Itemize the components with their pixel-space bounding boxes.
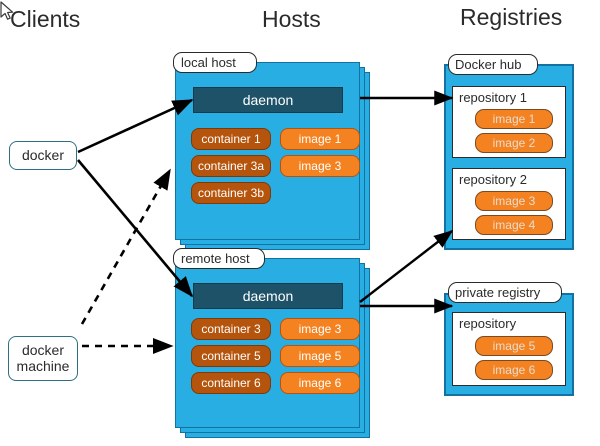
- repository-box[interactable]: repository 1 image 1 image 2: [452, 86, 566, 158]
- repository-label: repository: [459, 316, 517, 331]
- repository-image-pill: image 3: [475, 191, 553, 211]
- host-remote-host[interactable]: remote host daemon container 3 container…: [173, 248, 370, 438]
- column-title-clients: Clients: [10, 6, 81, 32]
- registry-private-registry[interactable]: private registry repository image 5 imag…: [444, 282, 574, 396]
- repository-box[interactable]: repository 2 image 3 image 4: [452, 168, 566, 240]
- host-label-remote-host: remote host: [173, 248, 265, 269]
- registry-label-private-registry: private registry: [448, 282, 562, 303]
- repository-image-pill: image 6: [475, 360, 553, 380]
- container-pill: container 6: [191, 372, 271, 394]
- registry-label-docker-hub: Docker hub: [448, 54, 538, 75]
- image-pill: image 6: [280, 372, 360, 394]
- container-pill: container 1: [191, 128, 271, 150]
- daemon-remote-host: daemon: [193, 283, 343, 309]
- repository-box[interactable]: repository image 5 image 6: [452, 312, 566, 386]
- arrow-docker-machine-to-local-host: [80, 168, 172, 325]
- repository-label: repository 1: [459, 90, 527, 105]
- client-docker-machine-box[interactable]: docker machine: [8, 336, 78, 381]
- image-pill: image 1: [280, 128, 360, 150]
- daemon-local-host: daemon: [193, 87, 343, 113]
- repository-image-pill: image 5: [475, 336, 553, 356]
- host-local-host[interactable]: local host daemon container 1 container …: [173, 52, 370, 250]
- container-pill: container 3: [191, 318, 271, 340]
- repository-image-pill: image 4: [475, 215, 553, 235]
- container-pill: container 5: [191, 345, 271, 367]
- mouse-cursor-icon: [0, 1, 14, 20]
- image-pill: image 3: [280, 318, 360, 340]
- container-pill: container 3b: [191, 182, 271, 204]
- repository-image-pill: image 2: [475, 133, 553, 153]
- column-title-registries: Registries: [460, 4, 563, 30]
- repository-label: repository 2: [459, 172, 527, 187]
- image-pill: image 3: [280, 155, 360, 177]
- host-label-local-host: local host: [173, 52, 257, 73]
- repository-image-pill: image 1: [475, 109, 553, 129]
- arrow-remote-daemon-to-repository-2: [359, 230, 454, 303]
- registry-docker-hub[interactable]: Docker hub repository 1 image 1 image 2 …: [444, 54, 574, 250]
- client-docker-box[interactable]: docker: [9, 141, 77, 170]
- container-pill: container 3a: [191, 155, 271, 177]
- column-title-hosts: Hosts: [262, 6, 321, 32]
- image-pill: image 5: [280, 345, 360, 367]
